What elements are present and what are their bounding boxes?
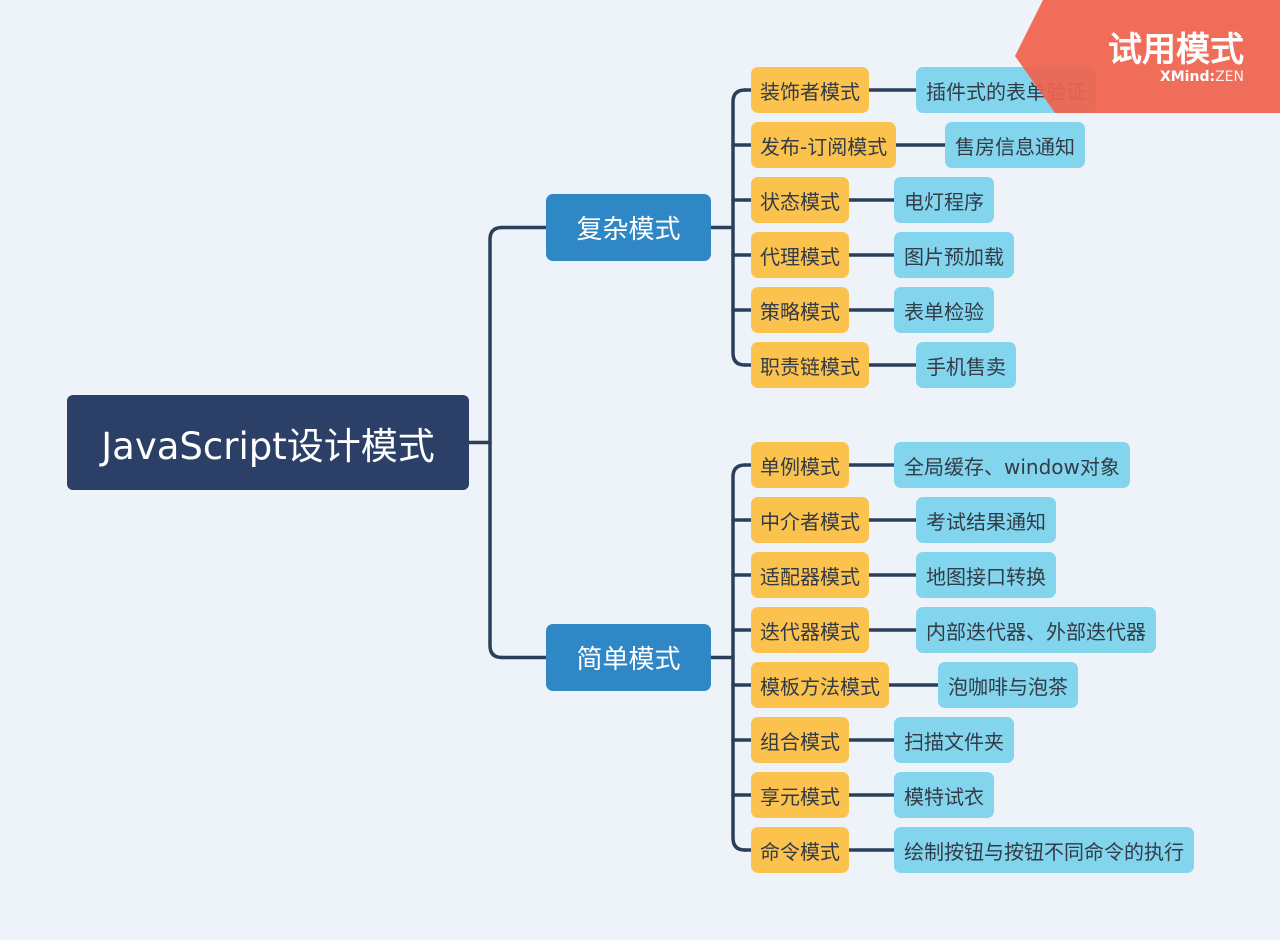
trial-mode-title: 试用模式 — [1108, 30, 1244, 70]
subtopic-state[interactable]: 状态模式 — [751, 177, 849, 223]
subtopic-command[interactable]: 命令模式 — [751, 827, 849, 873]
subtopic-template[interactable]: 模板方法模式 — [751, 662, 889, 708]
leaf-topic[interactable]: 考试结果通知 — [916, 497, 1056, 543]
brand-main: XMind — [1159, 69, 1210, 85]
leaf-topic[interactable]: 全局缓存、window对象 — [894, 442, 1130, 488]
leaf-topic[interactable]: 地图接口转换 — [916, 552, 1056, 598]
branch-connector-0-trunk — [731, 88, 747, 367]
subtopic-mediator[interactable]: 中介者模式 — [751, 497, 869, 543]
subtopic-flyweight[interactable]: 享元模式 — [751, 772, 849, 818]
subtopic-decorator[interactable]: 装饰者模式 — [751, 67, 869, 113]
brand-separator: : — [1209, 69, 1216, 85]
leaf-topic[interactable]: 泡咖啡与泡茶 — [938, 662, 1078, 708]
subtopic-singleton[interactable]: 单例模式 — [751, 442, 849, 488]
subtopic-chain[interactable]: 职责链模式 — [751, 342, 869, 388]
brand-sub: ZEN — [1215, 69, 1244, 85]
root-connector-trunk — [488, 225, 504, 660]
leaf-topic[interactable]: 手机售卖 — [916, 342, 1016, 388]
leaf-topic[interactable]: 模特试衣 — [894, 772, 994, 818]
leaf-topic[interactable]: 绘制按钮与按钮不同命令的执行 — [894, 827, 1194, 873]
main-topic-simple[interactable]: 简单模式 — [546, 624, 711, 691]
leaf-topic[interactable]: 电灯程序 — [894, 177, 994, 223]
subtopic-adapter[interactable]: 适配器模式 — [751, 552, 869, 598]
leaf-topic[interactable]: 内部迭代器、外部迭代器 — [916, 607, 1156, 653]
subtopic-composite[interactable]: 组合模式 — [751, 717, 849, 763]
subtopic-proxy[interactable]: 代理模式 — [751, 232, 849, 278]
leaf-topic[interactable]: 表单检验 — [894, 287, 994, 333]
main-topic-complex[interactable]: 复杂模式 — [546, 194, 711, 261]
leaf-topic[interactable]: 售房信息通知 — [945, 122, 1085, 168]
trial-mode-watermark: 试用模式 XMind:ZEN — [1015, 0, 1280, 113]
leaf-topic[interactable]: 扫描文件夹 — [894, 717, 1014, 763]
xmind-zen-logo: XMind:ZEN — [1160, 69, 1244, 85]
branch-connector-1-trunk — [731, 463, 747, 852]
subtopic-iterator[interactable]: 迭代器模式 — [751, 607, 869, 653]
subtopic-strategy[interactable]: 策略模式 — [751, 287, 849, 333]
root-topic[interactable]: JavaScript设计模式 — [67, 395, 469, 490]
leaf-topic[interactable]: 图片预加载 — [894, 232, 1014, 278]
watermark-banner-shape — [1015, 0, 1280, 113]
subtopic-pubsub[interactable]: 发布-订阅模式 — [751, 122, 897, 168]
